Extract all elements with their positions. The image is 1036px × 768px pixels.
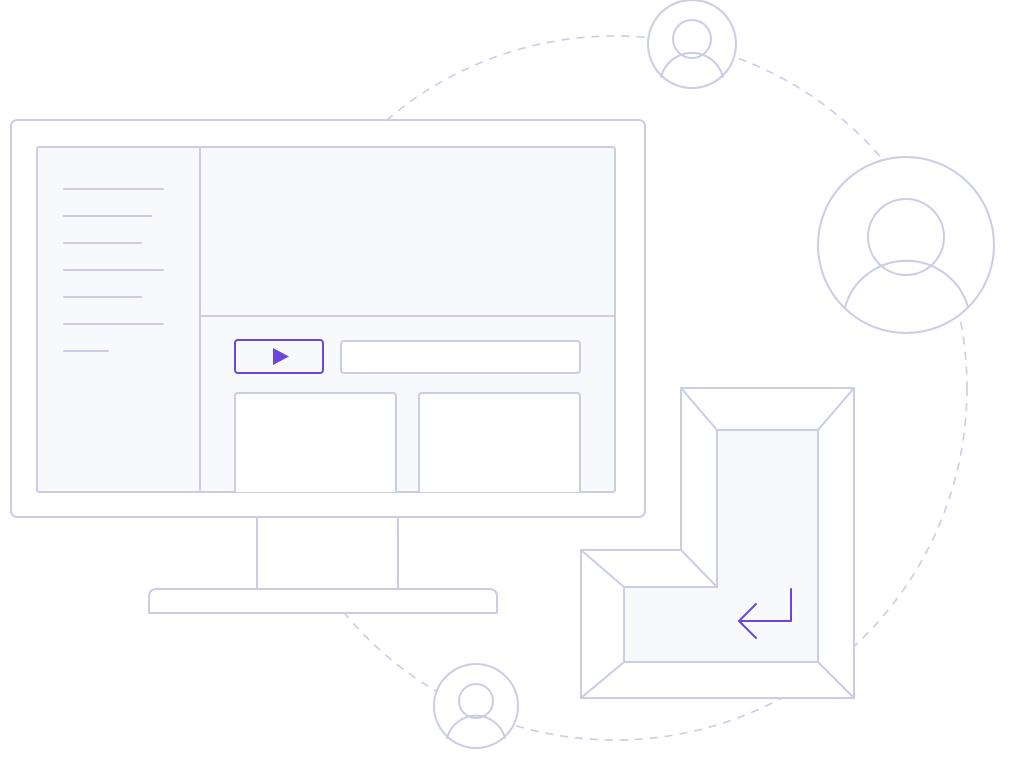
monitor-base xyxy=(148,588,498,614)
play-button-frame xyxy=(234,339,324,374)
play-icon xyxy=(273,348,289,365)
enter-key-icon xyxy=(580,387,855,699)
avatar-ring xyxy=(817,156,995,334)
avatar-shoulders xyxy=(446,714,506,739)
user-avatar-icon xyxy=(647,0,737,89)
avatar-shoulders xyxy=(844,259,969,308)
enter-arrow-head xyxy=(738,603,757,639)
enter-arrow-icon xyxy=(738,588,792,639)
key-bevel xyxy=(680,387,718,431)
key-bevel xyxy=(680,549,718,588)
avatar-ring xyxy=(647,0,737,89)
user-avatar-icon xyxy=(817,156,995,334)
desktop-monitor-icon xyxy=(10,119,646,614)
orbit-dashed-circle xyxy=(262,35,968,741)
key-bevel xyxy=(817,387,855,431)
avatar-ring xyxy=(433,663,519,749)
monitor-neck xyxy=(256,516,399,590)
key-bevel xyxy=(580,549,625,588)
key-bevel xyxy=(817,661,855,699)
enter-arrow-stem xyxy=(739,588,792,622)
key-face xyxy=(623,429,819,663)
play-button xyxy=(234,339,324,374)
avatar-head xyxy=(672,19,712,59)
content-card xyxy=(234,392,397,492)
avatar-shoulders xyxy=(660,51,724,78)
user-avatar-icon xyxy=(433,663,519,749)
input-bar xyxy=(340,340,581,374)
content-card xyxy=(418,392,581,492)
avatar-head xyxy=(867,198,945,276)
avatar-head xyxy=(458,683,494,719)
sidebar-menu xyxy=(63,188,164,352)
key-bevel xyxy=(580,661,625,699)
